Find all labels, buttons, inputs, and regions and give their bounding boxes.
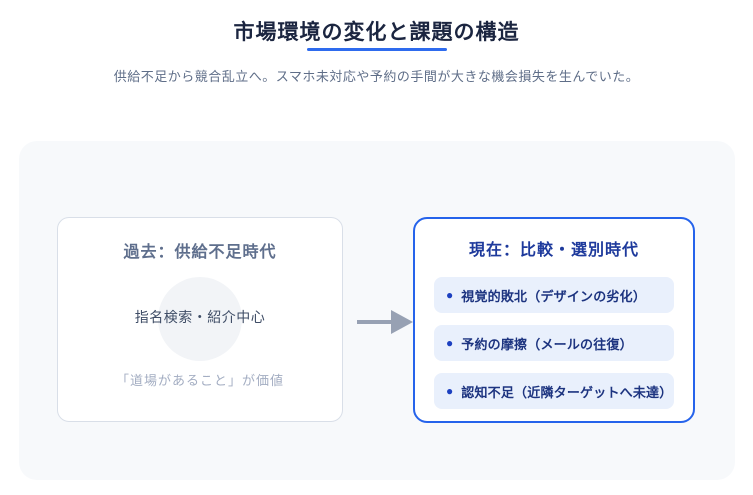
diagram-card: 過去：供給不足時代 指名検索・紹介中心 「道場があること」が価値 現在：比較・選… — [19, 141, 735, 480]
page-title: 市場環境の変化と課題の構造 — [233, 21, 520, 44]
bullet-dot-icon: ● — [446, 288, 454, 302]
issue-label: 認知不足（近隣ターゲットへ未達） — [461, 384, 673, 400]
past-era-center-text: 指名検索・紹介中心 — [134, 309, 266, 325]
bullet-dot-icon: ● — [446, 384, 454, 398]
issue-label: 視覚的敗北（デザインの劣化） — [461, 288, 647, 304]
past-era-circle — [158, 277, 242, 361]
issue-list: ● 視覚的敗北（デザインの劣化） ● 予約の摩擦（メールの往復） ● 認知不足（… — [434, 277, 674, 409]
bullet-dot-icon: ● — [446, 336, 454, 350]
list-item: ● 予約の摩擦（メールの往復） — [434, 325, 674, 361]
past-era-title: 過去：供給不足時代 — [123, 244, 277, 261]
right-arrow-icon — [355, 302, 415, 342]
past-era-box: 過去：供給不足時代 指名検索・紹介中心 「道場があること」が価値 — [57, 217, 343, 422]
past-era-caption: 「道場があること」が価値 — [115, 373, 284, 388]
present-era-box: 現在：比較・選別時代 ● 視覚的敗北（デザインの劣化） ● 予約の摩擦（メールの… — [413, 217, 695, 423]
title-underline — [306, 48, 447, 51]
present-era-title: 現在：比較・選別時代 — [468, 242, 639, 259]
list-item: ● 認知不足（近隣ターゲットへ未達） — [434, 373, 674, 409]
list-item: ● 視覚的敗北（デザインの劣化） — [434, 277, 674, 313]
issue-label: 予約の摩擦（メールの往復） — [461, 336, 633, 352]
page-subtitle: 供給不足から競合乱立へ。スマホ未対応や予約の手間が大きな機会損失を生んでいた。 — [113, 69, 640, 84]
